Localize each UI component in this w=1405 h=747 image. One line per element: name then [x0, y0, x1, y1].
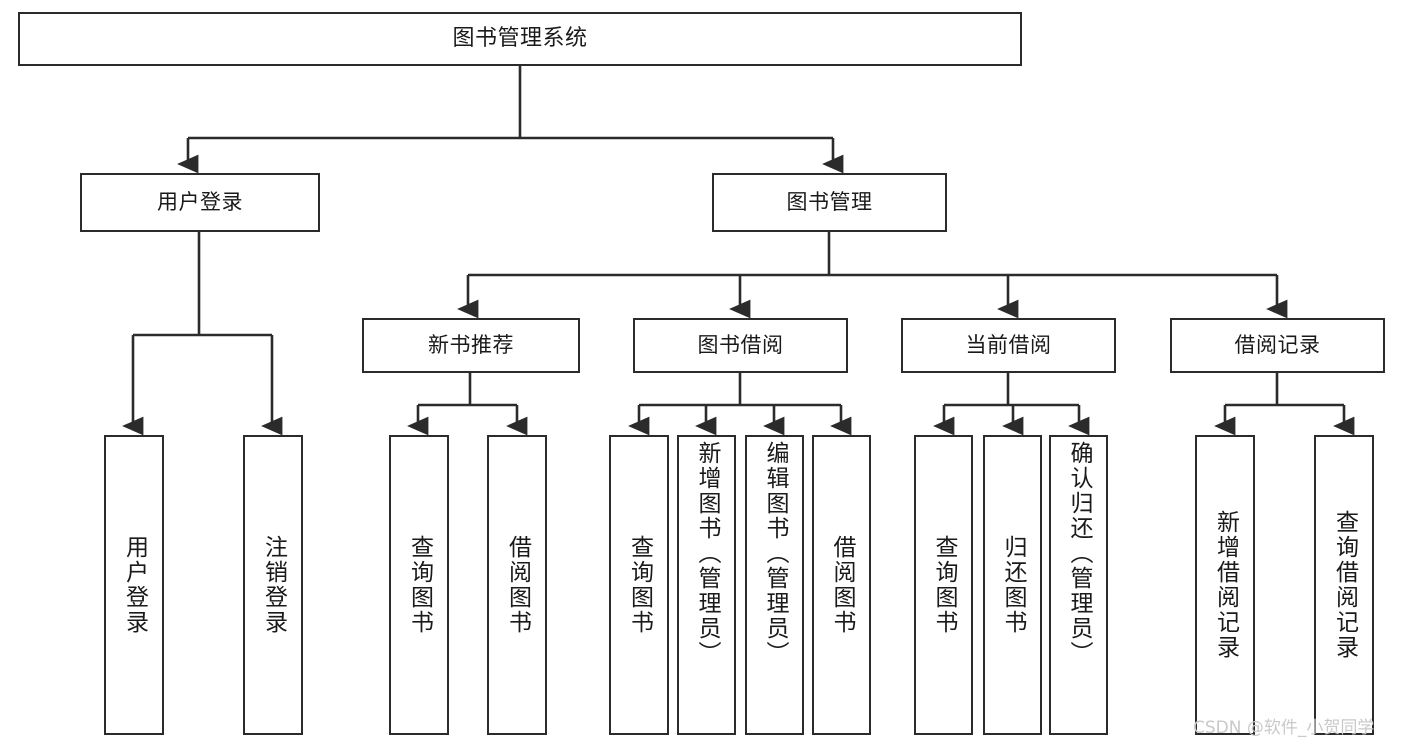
node-label: 查询图书 — [406, 535, 433, 635]
node-leaf-borrow-book-1[interactable]: 借阅图书 — [487, 435, 547, 735]
node-label: 确认归还（管理员） — [1066, 441, 1092, 666]
node-label: 新增图书（管理员） — [694, 441, 720, 666]
node-label: 用户登录 — [121, 535, 148, 635]
node-label: 图书借阅 — [697, 332, 784, 357]
node-label: 图书管理 — [786, 189, 873, 214]
node-new-book-recommend[interactable]: 新书推荐 — [362, 318, 580, 373]
node-user-login[interactable]: 用户登录 — [80, 173, 320, 232]
node-label: 查询图书 — [626, 535, 653, 635]
watermark-text: CSDN @软件_小贺同学 — [1193, 718, 1375, 738]
node-label: 借阅图书 — [504, 535, 531, 635]
node-label: 借阅记录 — [1234, 332, 1321, 357]
node-book-management[interactable]: 图书管理 — [712, 173, 947, 232]
node-leaf-query-record[interactable]: 查询借阅记录 — [1314, 435, 1374, 735]
node-leaf-return-book[interactable]: 归还图书 — [983, 435, 1042, 735]
node-borrow-record[interactable]: 借阅记录 — [1170, 318, 1385, 373]
node-label: 归还图书 — [1000, 535, 1026, 635]
node-label: 借阅图书 — [829, 535, 855, 635]
node-label: 当前借阅 — [965, 332, 1052, 357]
node-label: 编辑图书（管理员） — [762, 441, 788, 666]
node-label: 查询借阅记录 — [1331, 510, 1358, 660]
node-label: 注销登录 — [260, 535, 287, 635]
node-label: 查询图书 — [931, 535, 957, 635]
node-leaf-query-book-2[interactable]: 查询图书 — [609, 435, 669, 735]
node-leaf-edit-book[interactable]: 编辑图书（管理员） — [745, 435, 804, 735]
node-leaf-query-book-1[interactable]: 查询图书 — [389, 435, 449, 735]
node-leaf-borrow-book-2[interactable]: 借阅图书 — [812, 435, 871, 735]
node-label: 新书推荐 — [428, 332, 514, 357]
node-leaf-user-logout[interactable]: 注销登录 — [243, 435, 303, 735]
node-leaf-add-book[interactable]: 新增图书（管理员） — [677, 435, 736, 735]
node-label: 图书管理系统 — [452, 25, 588, 51]
node-leaf-add-record[interactable]: 新增借阅记录 — [1195, 435, 1255, 735]
node-leaf-confirm-return[interactable]: 确认归还（管理员） — [1049, 435, 1108, 735]
node-leaf-query-book-3[interactable]: 查询图书 — [914, 435, 973, 735]
node-book-borrow[interactable]: 图书借阅 — [633, 318, 848, 373]
node-leaf-user-login[interactable]: 用户登录 — [104, 435, 164, 735]
node-label: 新增借阅记录 — [1212, 510, 1239, 660]
node-current-borrow[interactable]: 当前借阅 — [901, 318, 1116, 373]
node-label: 用户登录 — [157, 189, 243, 214]
node-root-system[interactable]: 图书管理系统 — [18, 12, 1022, 66]
